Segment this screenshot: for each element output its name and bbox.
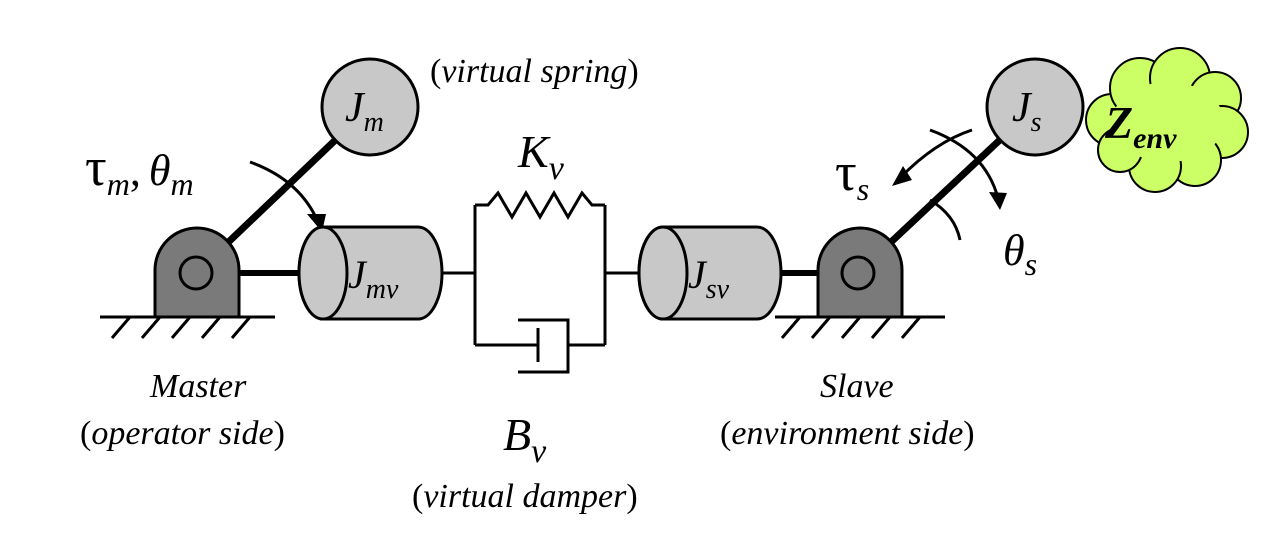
spring-label: Kv <box>517 126 565 187</box>
jmv-cylinder <box>297 225 444 321</box>
jmv-label: Jmv <box>348 252 399 305</box>
slave-ground <box>775 315 945 339</box>
slave-pivot <box>840 255 876 291</box>
master-torque-arrow <box>249 160 320 223</box>
slave-torque-arrow <box>898 128 973 180</box>
environment-cloud-fill <box>1112 82 1224 162</box>
damper-label: Bv <box>503 409 547 470</box>
slave-angle-arrowhead <box>989 192 1007 210</box>
slave-tau-label: τs <box>835 142 869 207</box>
spring-damper <box>473 190 607 374</box>
js-mass <box>985 57 1085 157</box>
slave-angle-arrow <box>929 128 1000 199</box>
master-subtitle: (operator side) <box>80 415 285 452</box>
jm-mass <box>320 57 420 157</box>
virtual-spring-caption: (virtual spring) <box>430 53 639 90</box>
master-pivot <box>178 255 214 291</box>
slave-theta-label: θs <box>1003 226 1037 282</box>
js-label: Js <box>1012 85 1042 138</box>
virtual-damper-caption: (virtual damper) <box>412 478 638 515</box>
zenv-label: Zenv <box>1104 97 1177 155</box>
master-title: Master <box>149 368 247 405</box>
jm-label: Jm <box>345 85 384 138</box>
jsv-label: Jsv <box>688 252 730 305</box>
master-ground <box>100 315 275 339</box>
slave-angle-arc <box>929 198 962 241</box>
virtual-spring <box>475 190 605 220</box>
master-tau-theta-label: τm,θm <box>85 137 194 202</box>
slave-subtitle: (environment side) <box>720 415 975 452</box>
jsv-cylinder <box>637 225 783 321</box>
slave-torque-arrowhead <box>892 166 912 186</box>
slave-title: Slave <box>820 368 894 405</box>
